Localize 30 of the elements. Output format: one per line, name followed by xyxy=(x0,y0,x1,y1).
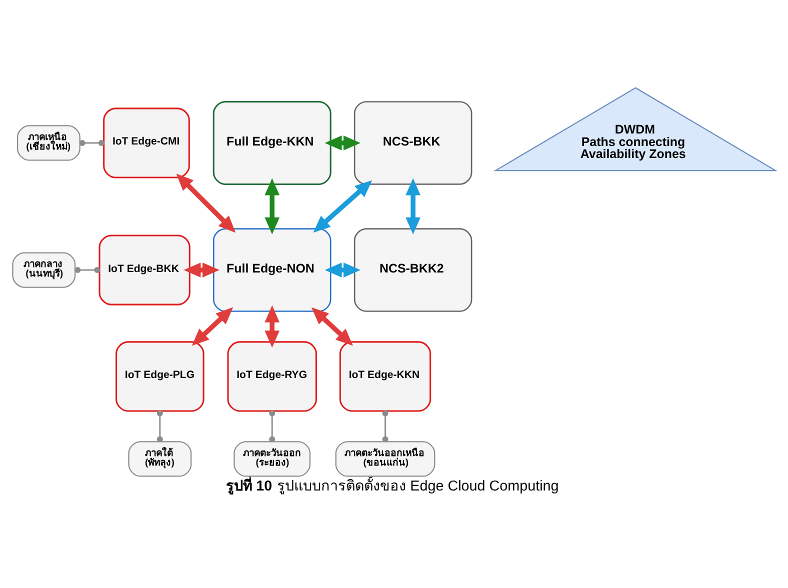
connector xyxy=(79,140,104,146)
node-box: ภาคใต้ (พัทลุง) xyxy=(128,441,192,477)
arrow xyxy=(324,136,361,150)
node-box: IoT Edge-BKK xyxy=(98,234,190,306)
node-box: NCS-BKK2 xyxy=(354,228,472,312)
connector xyxy=(382,410,388,442)
caption: รูปที่ 10 รูปแบบการติดตั้งของ Edge Cloud Computing xyxy=(226,478,559,495)
arrow xyxy=(324,262,361,278)
arrow xyxy=(311,307,353,346)
node-box: IoT Edge-KKN xyxy=(339,341,432,412)
connector xyxy=(269,410,276,442)
arrow xyxy=(264,305,280,348)
arrow xyxy=(406,178,421,234)
arrow xyxy=(192,307,234,346)
node-box: Full Edge-KKN xyxy=(212,100,332,185)
node-box: ภาคเหนือ (เชียงใหม่) xyxy=(16,125,80,161)
node-box: NCS-BKK xyxy=(354,101,472,185)
node-box: ภาคตะวันออก (ระยอง) xyxy=(234,441,311,477)
arrow xyxy=(264,178,280,234)
arrow xyxy=(184,262,220,278)
node-box: IoT Edge-PLG xyxy=(116,341,204,412)
node-box: ภาคตะวันออกเหนือ (ขอนแก่น) xyxy=(335,441,436,477)
arrow xyxy=(313,180,372,233)
node-box: IoT Edge-CMI xyxy=(103,108,190,178)
connector xyxy=(156,410,163,442)
node-box: IoT Edge-RYG xyxy=(227,341,317,412)
node-box: Full Edge-NON xyxy=(212,228,332,312)
connector xyxy=(74,267,100,274)
node-box: ภาคกลาง (นนทบุรี) xyxy=(12,252,76,288)
arrow xyxy=(176,174,236,233)
